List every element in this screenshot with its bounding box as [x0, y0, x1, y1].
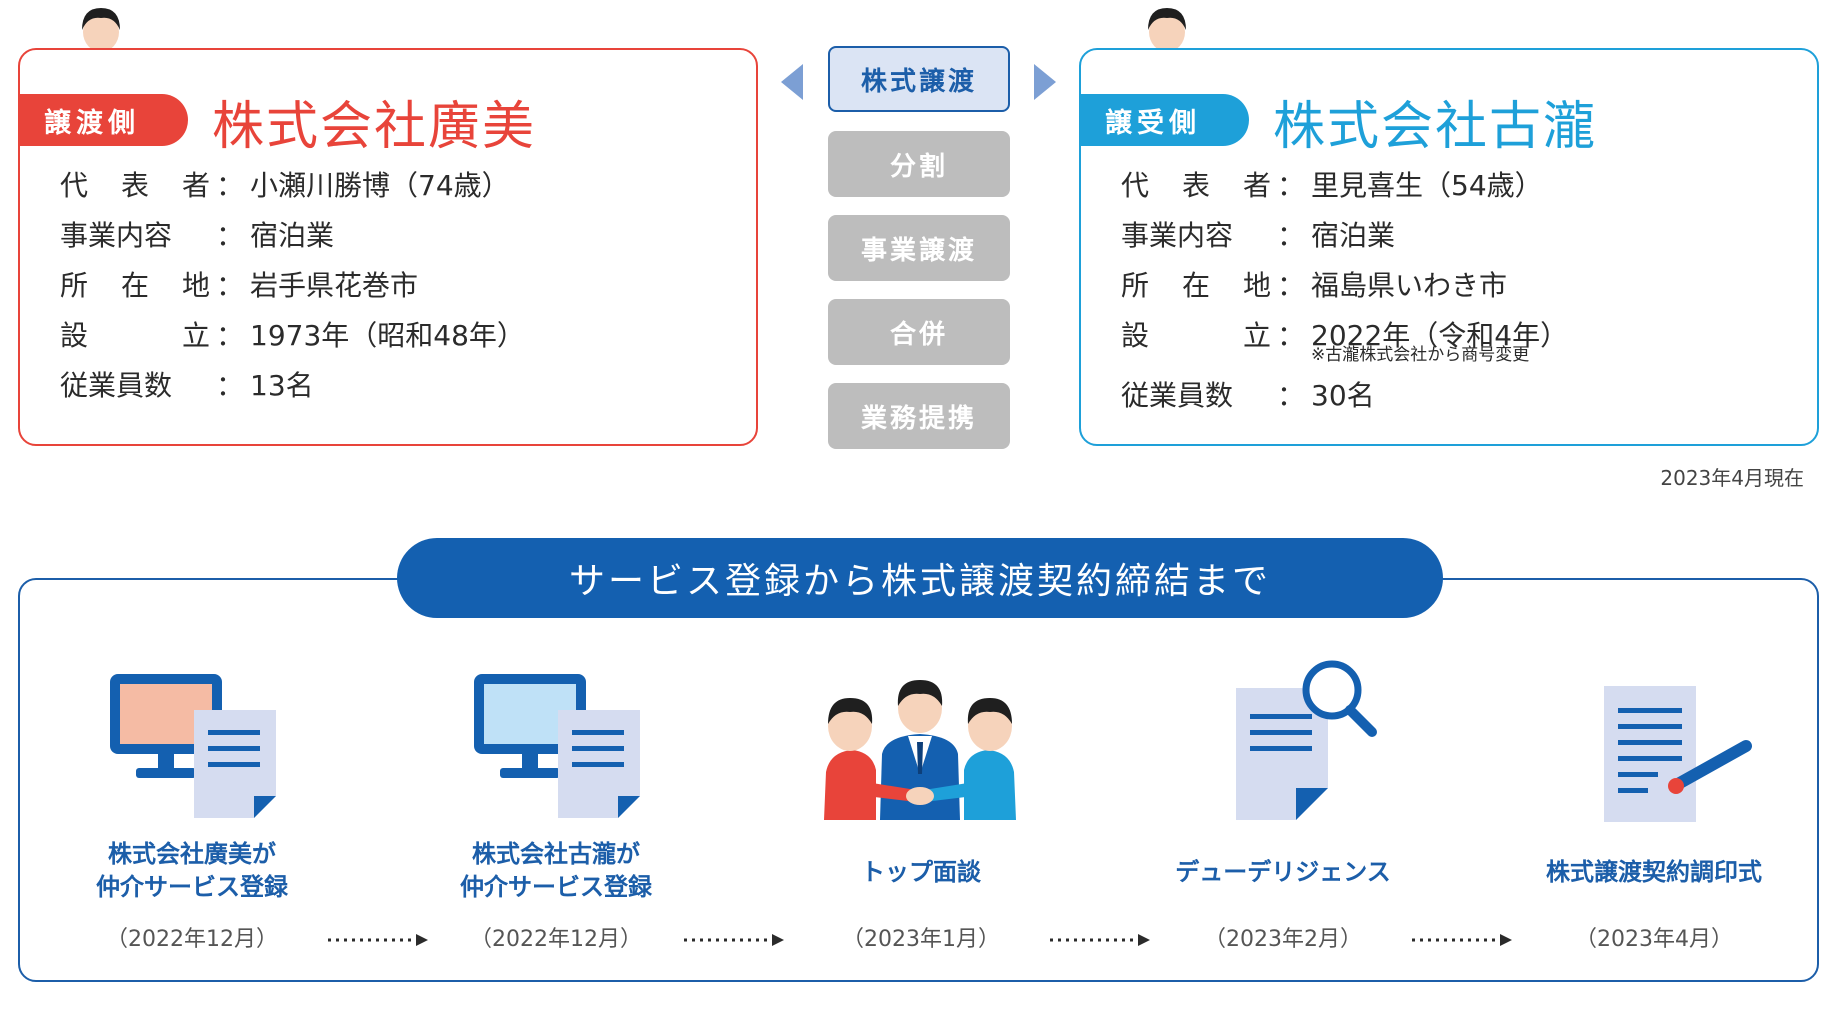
dotted-arrow-icon	[684, 934, 784, 946]
seller-info-label: 代表者	[60, 169, 210, 202]
seller-info-label: 従業員数	[60, 369, 173, 402]
timeline-step-date: （2023年4月）	[1575, 927, 1733, 952]
seller-info-value: 宿泊業	[250, 219, 335, 252]
seller-info-row: 設立 ： 1973年（昭和48年）	[60, 314, 525, 364]
timeline-step-date: （2023年2月）	[1204, 927, 1362, 952]
seller-role-tab: 譲渡側	[18, 94, 188, 146]
timeline-step-label: 株式譲渡契約調印式	[1546, 858, 1762, 886]
seller-info-value: 13名	[250, 369, 314, 402]
seller-info-row: 所在地 ： 岩手県花巻市	[60, 264, 525, 314]
buyer-founding-note: ※古瀧株式会社から商号変更	[1311, 345, 1530, 365]
buyer-info-row: 代表者 ： 里見喜生（54歳）	[1121, 164, 1568, 214]
as-of-date: 2023年4月現在	[1660, 466, 1804, 490]
buyer-info-row: 事業内容 ： 宿泊業	[1121, 214, 1568, 264]
timeline-step-label: 株式会社廣美が 仲介サービス登録	[96, 840, 288, 901]
dotted-arrow-icon	[328, 934, 428, 946]
buyer-info: 代表者 ： 里見喜生（54歳） 事業内容 ： 宿泊業 所在地 ： 福島県いわき市…	[1121, 164, 1568, 424]
seller-company-name: 株式会社廣美	[212, 97, 537, 157]
seller-info: 代表者 ： 小瀬川勝博（74歳） 事業内容 ： 宿泊業 所在地 ： 岩手県花巻市…	[60, 164, 525, 414]
timeline-step-label: デューデリジェンス	[1175, 858, 1391, 886]
document-sign-icon	[1604, 686, 1752, 822]
timeline-title: サービス登録から株式譲渡契約締結まで	[397, 538, 1443, 618]
dotted-arrow-icon	[1050, 934, 1150, 946]
buyer-info-label: 設立	[1121, 319, 1271, 352]
buyer-info-row: 設立 ： 2022年（令和4年）	[1121, 314, 1568, 352]
seller-info-value: 1973年（昭和48年）	[250, 319, 525, 352]
document-search-icon	[1236, 660, 1377, 820]
seller-info-label: 設立	[60, 319, 210, 352]
seller-card: 譲渡側 株式会社廣美 代表者 ： 小瀬川勝博（74歳） 事業内容 ： 宿泊業 所…	[18, 48, 758, 446]
seller-info-label: 所在地	[60, 269, 210, 302]
buyer-info-label: 事業内容	[1121, 219, 1234, 252]
buyer-info-value: 里見喜生（54歳）	[1311, 169, 1543, 202]
buyer-info-value: 福島県いわき市	[1311, 269, 1508, 302]
buyer-info-row: 所在地 ： 福島県いわき市	[1121, 264, 1568, 314]
left-triangle-icon	[781, 64, 803, 100]
seller-info-value: 岩手県花巻市	[250, 269, 419, 302]
buyer-info-value: 2022年（令和4年）	[1311, 319, 1569, 352]
option-item: 分割	[828, 131, 1010, 197]
buyer-info-row: 従業員数 ： 30名	[1121, 374, 1568, 424]
timeline-step-date: （2023年1月）	[842, 927, 1000, 952]
buyer-info-label: 所在地	[1121, 269, 1271, 302]
option-selected: 株式譲渡	[828, 46, 1010, 112]
buyer-info-value: 宿泊業	[1311, 219, 1396, 252]
computer-document-icon	[110, 674, 276, 818]
timeline-step-date: （2022年12月）	[106, 927, 278, 952]
timeline-step-label: トップ面談	[861, 858, 981, 886]
dotted-arrow-icon	[1412, 934, 1512, 946]
buyer-company-name: 株式会社古瀧	[1273, 97, 1598, 157]
timeline-step-date: （2022年12月）	[470, 927, 642, 952]
buyer-role-tab: 譲受側	[1079, 94, 1249, 146]
option-item: 業務提携	[828, 383, 1010, 449]
buyer-info-label: 従業員数	[1121, 379, 1234, 412]
seller-info-row: 従業員数 ： 13名	[60, 364, 525, 414]
buyer-card: 譲受側 株式会社古瀧 代表者 ： 里見喜生（54歳） 事業内容 ： 宿泊業 所在…	[1079, 48, 1819, 446]
computer-document-icon	[474, 674, 640, 818]
timeline-step-label: 株式会社古瀧が 仲介サービス登録	[460, 840, 652, 901]
buyer-info-label: 代表者	[1121, 169, 1271, 202]
seller-info-row: 事業内容 ： 宿泊業	[60, 214, 525, 264]
seller-info-value: 小瀬川勝博（74歳）	[250, 169, 510, 202]
seller-info-label: 事業内容	[60, 219, 173, 252]
option-item: 合併	[828, 299, 1010, 365]
right-triangle-icon	[1034, 64, 1056, 100]
option-item: 事業譲渡	[828, 215, 1010, 281]
handshake-people-icon	[824, 680, 1016, 820]
seller-info-row: 代表者 ： 小瀬川勝博（74歳）	[60, 164, 525, 214]
buyer-info-value: 30名	[1311, 379, 1375, 412]
